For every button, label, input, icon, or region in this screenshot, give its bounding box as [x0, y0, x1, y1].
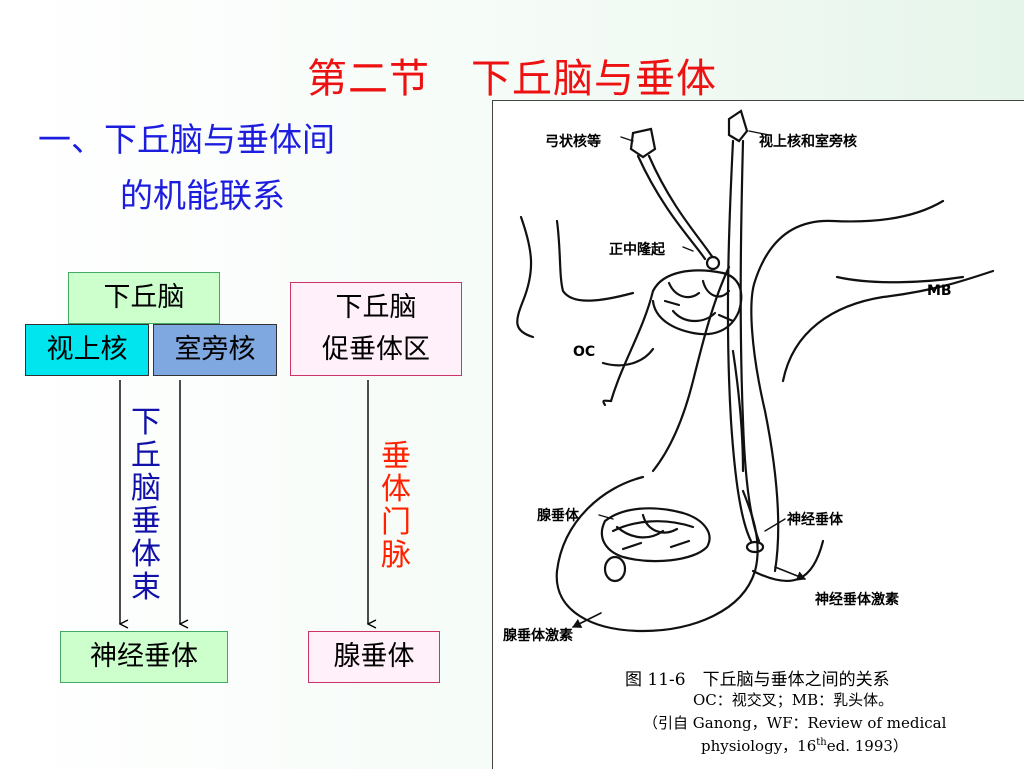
hypophysiotropic-line1: 下丘脑 — [335, 292, 417, 323]
tract-char: 束 — [131, 570, 161, 605]
supraoptic-axon — [726, 139, 761, 543]
tract-char: 下 — [131, 405, 161, 440]
caption-source-part-b: ed. 1993） — [826, 737, 908, 755]
caption-source-superscript: th — [816, 737, 827, 748]
section-heading-line1: 一、下丘脑与垂体间 — [38, 120, 335, 159]
paraventricular-nucleus-box: 室旁核 — [153, 324, 277, 376]
label-optic-chiasm: OC — [573, 344, 596, 360]
anatomy-figure-panel: 弓状核等 视上核和室旁核 正中隆起 MB OC 腺垂体 神经垂体 神经垂体激素 … — [492, 100, 1024, 769]
adenohypophysis-box: 腺垂体 — [308, 631, 440, 683]
section-heading-line2: 的机能联系 — [120, 176, 285, 215]
tract-char: 丘 — [131, 438, 161, 473]
hypothalamus-pituitary-illustration — [516, 109, 995, 633]
figure-caption-source: （引自 Ganong，WF：Review of medical — [643, 714, 947, 732]
neurohypophysis-box: 神经垂体 — [60, 631, 228, 683]
label-mammillary-body: MB — [927, 283, 952, 299]
label-adenohypophysis: 腺垂体 — [537, 508, 579, 524]
section-heading: 一、下丘脑与垂体间 的机能联系 — [38, 112, 335, 224]
label-arcuate-nucleus: 弓状核等 — [545, 134, 601, 150]
arcuate-axon — [636, 154, 717, 263]
supraoptic-neuron-cell — [727, 109, 749, 143]
vessel-char: 门 — [381, 505, 411, 540]
hypophysiotropic-area-box: 下丘脑 促垂体区 — [290, 282, 462, 376]
figure-caption-abbrev: OC：视交叉；MB：乳头体。 — [693, 691, 894, 709]
page-title: 第二节 下丘脑与垂体 — [307, 56, 717, 102]
figure-caption-title: 图 11-6 下丘脑与垂体之间的关系 — [625, 670, 890, 690]
label-neurohypophysis: 神经垂体 — [787, 512, 843, 528]
label-median-eminence: 正中隆起 — [609, 242, 665, 258]
tract-char: 垂 — [131, 504, 161, 539]
label-adenohypophysis-hormone: 腺垂体激素 — [503, 628, 573, 644]
mammillary-body — [835, 275, 965, 284]
figure-caption-source-2: physiology，16thed. 1993） — [701, 735, 908, 756]
tract-char: 体 — [131, 537, 161, 572]
hypothalamo-hypophyseal-tract-label: 下 丘 脑 垂 体 束 — [126, 406, 166, 604]
vessel-char: 脉 — [381, 538, 411, 573]
label-supraoptic-paraventricular: 视上核和室旁核 — [759, 134, 857, 150]
hypothalamus-box: 下丘脑 — [68, 272, 220, 324]
supraoptic-nucleus-box: 视上核 — [25, 324, 149, 376]
vessel-char: 体 — [381, 472, 411, 507]
label-neurohypophysis-hormone: 神经垂体激素 — [815, 592, 899, 608]
tract-char: 脑 — [131, 471, 161, 506]
caption-source-part-a: physiology，16 — [701, 737, 817, 755]
portal-vessel-label: 垂 体 门 脉 — [376, 440, 416, 572]
hypophysiotropic-line2: 促垂体区 — [322, 334, 430, 365]
pituitary-outline — [555, 475, 759, 633]
arcuate-neuron-cell — [629, 127, 657, 159]
vessel-char: 垂 — [381, 439, 411, 474]
